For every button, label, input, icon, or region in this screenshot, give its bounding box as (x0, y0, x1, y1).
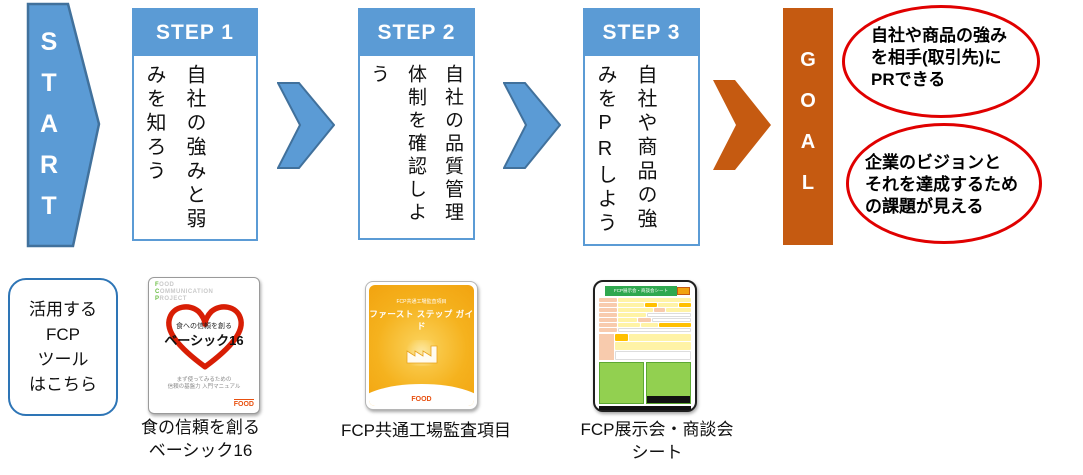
cover-tagline-line: 信頼の基盤力 入門マニュアル (167, 384, 241, 390)
goal-letter: O (800, 90, 816, 112)
step2-text-line: う (368, 64, 389, 87)
sheet-green-cell (599, 362, 644, 404)
sheet-green-section (599, 362, 691, 404)
step1-box: STEP 1 自社の強みと弱 みを知ろう (132, 8, 258, 241)
tool-cover-factory-audit: FCP共通工場監査項目 ファースト ステップ ガイド FOOD (365, 281, 478, 410)
start-arrow-shape (26, 2, 101, 248)
step1-text: 自社の強みと弱 みを知ろう (134, 56, 219, 239)
cover-top-text: FCP共通工場監査項目 (396, 299, 447, 305)
sheet-row (614, 342, 691, 350)
caption-line: FCP展示会・商談会 (580, 420, 734, 439)
step2-text: 自社の品質管理 体制を確認しよ う (360, 56, 473, 238)
chevron-right-icon (713, 80, 771, 170)
outcome-text-line: PRできる (871, 70, 946, 89)
step1-text-line: 自社の強みと弱 (183, 64, 205, 232)
food-project-logo: FOOD (411, 396, 432, 403)
fcp-logo: FOOD COMMUNICATION PROJECT (155, 282, 213, 303)
sheet-label-column (599, 334, 614, 360)
tool-caption-exhibition-sheet: FCP展示会・商談会 シート (578, 418, 736, 464)
goal-letter: G (800, 49, 816, 71)
tools-callout-line: ツール (37, 350, 89, 369)
fcp-logo-rest: OOD (159, 282, 175, 288)
start-letter: R (39, 151, 59, 179)
factory-icon (401, 340, 442, 366)
step1-text-line: みを知ろう (143, 64, 165, 184)
outcome-text-line: 自社や商品の強み (871, 26, 1007, 45)
outcome-ellipse-vision: 企業のビジョンと それを達成するため の課題が見える (846, 123, 1042, 244)
sheet-row (599, 318, 691, 322)
outcome-text-line: 企業のビジョンと (865, 153, 1001, 172)
outcome-text: 企業のビジョンと それを達成するため の課題が見える (849, 126, 1039, 218)
fcp-logo-rest: ROJECT (159, 296, 187, 302)
step3-box: STEP 3 自社や商品の強 みをPRしよう (583, 8, 700, 246)
chevron-right-icon (503, 82, 561, 169)
outcome-ellipse-pr: 自社や商品の強み を相手(取引先)に PRできる (842, 5, 1040, 118)
sheet-footer-bar (599, 406, 691, 410)
sheet-title: FCP展示会・商談会シート (605, 286, 677, 296)
outcome-text-line: を相手(取引先)に (871, 48, 1002, 67)
caption-line: シート (631, 443, 683, 462)
chevron-right-icon (277, 82, 335, 169)
step3-text-line: 自社や商品の強 (634, 64, 656, 232)
cover-tagline: まず使ってみるための 信頼の基盤力 入門マニュアル (149, 377, 259, 391)
start-letter: S (40, 28, 58, 56)
cloud-shape (369, 384, 474, 406)
step2-box: STEP 2 自社の品質管理 体制を確認しよ う (358, 8, 475, 240)
tools-callout-line: 活用する (29, 300, 97, 319)
fcp-logo-initial: P (155, 296, 160, 302)
cover-title: ベーシック16 (164, 333, 244, 348)
step2-header: STEP 2 (360, 10, 473, 56)
step3-header: STEP 3 (585, 10, 698, 56)
sheet-logo (677, 287, 690, 295)
sheet-row (614, 350, 691, 360)
tools-callout-line: はこちら (29, 375, 97, 394)
goal-letter: A (800, 131, 816, 153)
cover-tagline-line: まず使ってみるための (176, 377, 232, 383)
fcp-logo-initial: C (155, 289, 160, 295)
outcome-text-line: それを達成するため (865, 175, 1018, 194)
cover-background: FCP共通工場監査項目 ファースト ステップ ガイド FOOD (369, 285, 474, 406)
sheet-row (599, 328, 691, 332)
tools-callout-line: FCP (46, 325, 80, 344)
sheet-footer-bar (647, 396, 690, 403)
cover-title: ファースト ステップ ガイド (369, 309, 474, 331)
sheet-row (599, 298, 691, 302)
sheet-row (599, 313, 691, 317)
sheet-row (614, 334, 691, 342)
tools-callout: 活用する FCP ツール はこちら (8, 278, 118, 416)
tools-callout-text: 活用する FCP ツール はこちら (29, 297, 97, 397)
step2-text-line: 体制を確認しよ (405, 64, 426, 225)
heart-pencil-icon (166, 304, 244, 370)
outcome-text: 自社や商品の強み を相手(取引先)に PRできる (845, 8, 1037, 91)
fcp-logo-rest: OMMUNICATION (159, 289, 214, 295)
step3-text-line: みをPRしよう (594, 64, 616, 236)
caption-line: ベーシック16 (148, 441, 253, 460)
cover-subtitle: 食への信頼を創る (176, 323, 232, 330)
tool-cover-basic16: FOOD COMMUNICATION PROJECT 食への信頼を創る ベーシッ… (148, 277, 260, 414)
goal-bar: G O A L (783, 8, 833, 245)
caption-line: FCP共通工場監査項目 (341, 421, 511, 440)
sheet-middle-section (599, 334, 691, 360)
tool-caption-basic16: 食の信頼を創る ベーシック16 (128, 416, 273, 462)
tool-cover-exhibition-sheet: FCP展示会・商談会シート (593, 280, 697, 412)
step3-text: 自社や商品の強 みをPRしよう (585, 56, 670, 244)
food-project-logo: FOOD (233, 399, 254, 408)
outcome-text-line: の課題が見える (865, 197, 984, 216)
fcp-logo-initial: F (155, 282, 160, 288)
tool-caption-factory-audit: FCP共通工場監査項目 (341, 419, 511, 442)
step1-header: STEP 1 (134, 10, 256, 56)
start-letter: T (41, 192, 57, 220)
sheet-row (599, 303, 691, 307)
caption-line: 食の信頼を創る (141, 418, 260, 437)
step2-text-line: 自社の品質管理 (442, 64, 463, 225)
goal-letter: L (801, 172, 815, 194)
sheet-green-cell (646, 362, 691, 404)
start-label: S T A R T (26, 6, 72, 242)
start-letter: A (39, 110, 59, 138)
sheet-row (599, 323, 691, 327)
sheet-row (599, 308, 691, 312)
start-letter: T (41, 69, 57, 97)
